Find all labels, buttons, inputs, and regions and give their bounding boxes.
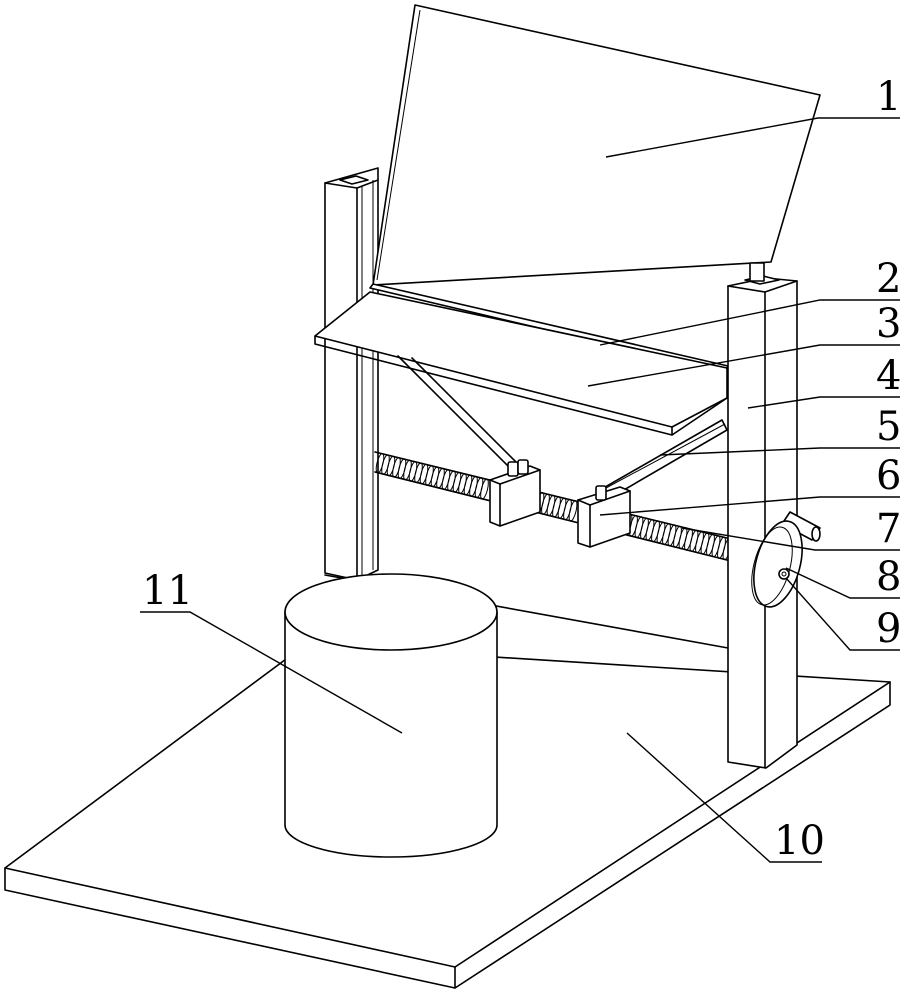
lead-screw <box>374 451 736 563</box>
callout-7: 7 <box>876 506 901 552</box>
screw-thread-coil <box>441 469 451 491</box>
screw-thread-coil <box>706 533 715 557</box>
callout-3: 3 <box>876 301 901 347</box>
screw-thread-coil <box>397 458 407 480</box>
right-post <box>727 262 798 769</box>
screw-thread-coil <box>403 459 412 481</box>
slider-block-left <box>489 459 541 527</box>
screw-thread-coil <box>662 523 671 546</box>
screw-thread-coil <box>447 470 456 492</box>
left-post <box>324 167 379 581</box>
callout-10: 10 <box>774 818 825 864</box>
left-strut <box>397 355 523 469</box>
screw-thread-coil <box>386 455 396 477</box>
callout-9: 9 <box>876 606 901 652</box>
screw-thread-coil <box>684 528 693 551</box>
screw-thread-coil <box>480 478 489 500</box>
screw-thread-coil <box>474 477 484 499</box>
screw-thread-coil <box>640 517 649 540</box>
callout-8: 8 <box>876 554 901 600</box>
screw-thread-coil <box>469 475 478 497</box>
shaft <box>781 511 821 542</box>
tilting-plate <box>314 291 728 436</box>
callout-5: 5 <box>876 404 901 450</box>
callout-6: 6 <box>876 453 901 499</box>
screw-thread-coil <box>430 466 440 488</box>
leader-lines <box>140 117 900 863</box>
callout-4: 4 <box>876 353 901 399</box>
screw-thread-coil <box>436 467 445 489</box>
callout-2: 2 <box>876 256 901 302</box>
screw-thread-coil <box>557 497 567 519</box>
callout-labels: 1 2 3 4 5 6 7 8 9 10 11 <box>142 74 901 864</box>
right-strut <box>599 419 728 499</box>
screw-thread-coil <box>695 531 704 554</box>
screw-thread-coil <box>700 532 710 555</box>
screw-thread-coil <box>452 471 462 493</box>
screw-thread-coil <box>689 529 699 553</box>
screw-thread-coil <box>656 521 666 544</box>
screw-thread-coil <box>541 493 550 515</box>
callout-1: 1 <box>876 74 901 120</box>
screw-thread-coil <box>634 516 644 539</box>
screw-thread-coil <box>425 465 434 486</box>
screw-thread-coil <box>408 461 418 482</box>
screw-thread-coil <box>546 494 556 517</box>
screw-thread-coil <box>651 520 660 543</box>
cylinder <box>284 573 498 858</box>
screw-thread-coil <box>414 462 423 484</box>
screw-thread-coil <box>717 536 726 559</box>
screw-thread-coil <box>458 473 467 495</box>
callout-11: 11 <box>142 568 193 614</box>
screw-thread-coil <box>552 496 561 518</box>
screw-thread-coil <box>673 525 682 548</box>
solar-panel <box>372 4 821 286</box>
screw-thread-coil <box>419 463 429 485</box>
screw-thread-coil <box>568 500 578 522</box>
screw-thread-coil <box>463 474 473 496</box>
slider-block-right <box>577 485 631 548</box>
screw-thread-coil <box>563 498 572 521</box>
screw-thread-coil <box>667 524 677 547</box>
screw-thread-coil <box>678 526 688 550</box>
screw-thread-coil <box>645 518 655 542</box>
screw-thread-coil <box>392 456 401 478</box>
screw-thread-coil <box>711 535 721 558</box>
screw-thread-coil <box>381 454 390 475</box>
